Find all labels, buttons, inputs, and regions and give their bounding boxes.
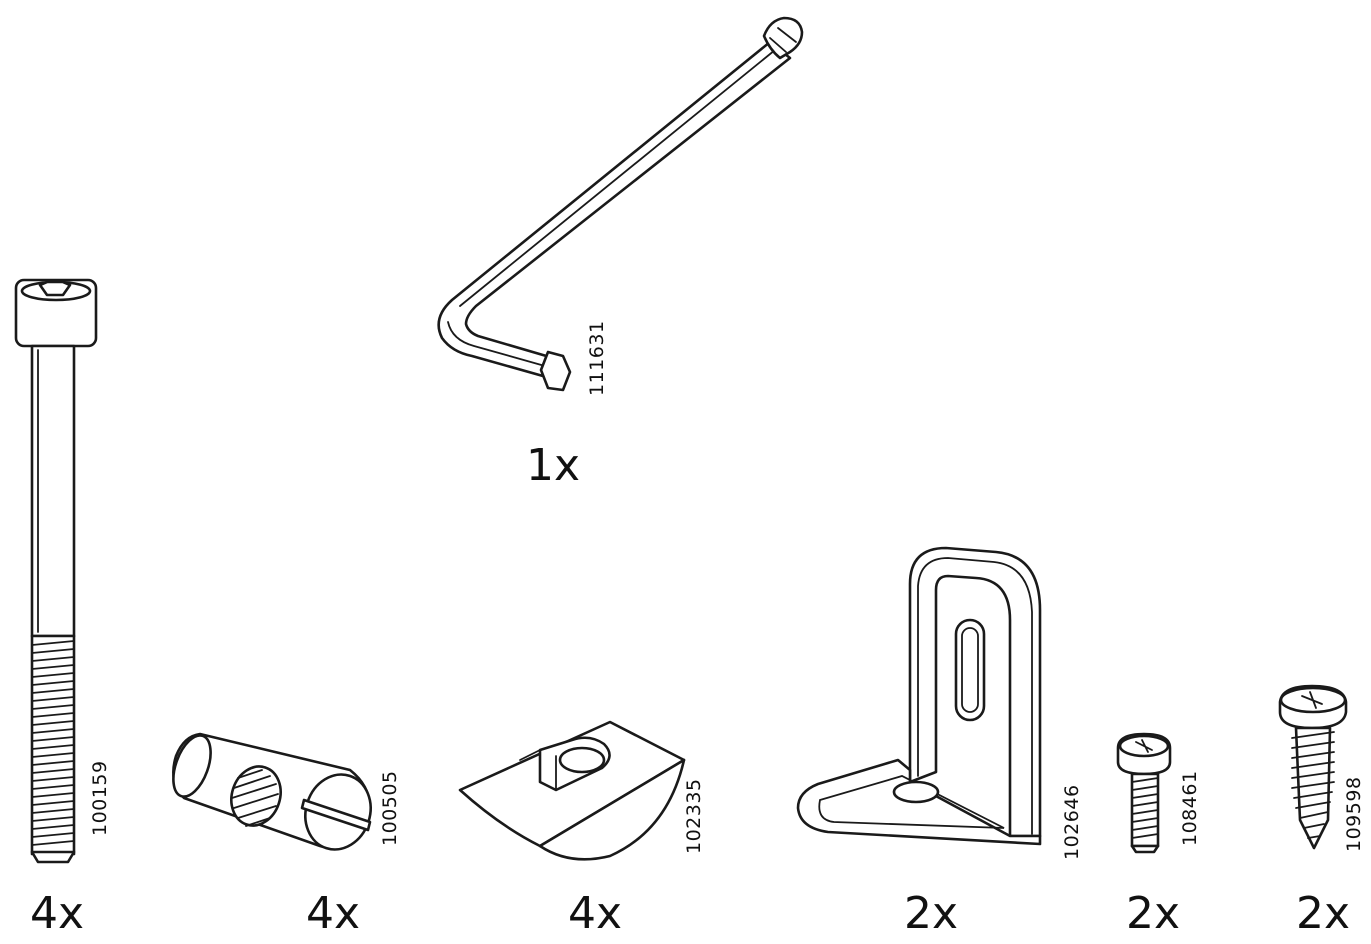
wedge-connector-icon [458,720,686,861]
part-quantity-102646: 2x [904,888,958,939]
part-quantity-100159: 4x [30,888,84,939]
allen-key-icon [437,16,804,392]
part-quantity-102335: 4x [568,888,622,939]
barrel-nut-icon [172,732,372,851]
angle-bracket-icon [796,546,1042,846]
part-code-102646: 102646 [1061,784,1083,860]
part-code-109598: 109598 [1343,776,1365,852]
machine-screw-icon [1116,732,1172,854]
part-quantity-111631: 1x [526,440,580,491]
part-code-108461: 108461 [1179,770,1201,846]
part-quantity-108461: 2x [1126,888,1180,939]
part-quantity-109598: 2x [1296,888,1350,939]
part-code-100505: 100505 [379,770,401,846]
part-quantity-100505: 4x [306,888,360,939]
part-code-102335: 102335 [683,778,705,854]
part-code-100159: 100159 [89,760,111,836]
part-code-111631: 111631 [586,320,608,396]
socket-bolt-icon [14,278,98,864]
wood-screw-icon [1278,684,1348,850]
